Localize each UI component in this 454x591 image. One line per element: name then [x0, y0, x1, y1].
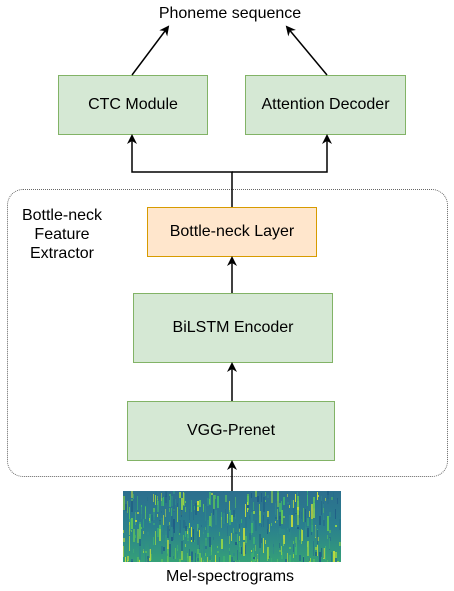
vgg-prenet-label: VGG-Prenet [186, 422, 276, 439]
phoneme-sequence-label: Phoneme sequence [158, 5, 302, 22]
mel-spectrograms-label: Mel-spectrograms [165, 568, 295, 585]
feature-extractor-group [7, 189, 448, 477]
bottleneck-layer-label: Bottle-neck Layer [169, 223, 295, 240]
line-bottleneck-split-right [232, 134, 332, 173]
bottleneck-layer-node: Bottle-neck Layer [147, 207, 317, 257]
bilstm-encoder-label: BiLSTM Encoder [172, 319, 294, 336]
mel-spectrogram-image [123, 491, 341, 562]
ctc-module-node: CTC Module [58, 75, 208, 135]
line-bottleneck-split [127, 134, 233, 207]
feature-extractor-label: Bottle-neck Feature Extractor [21, 207, 103, 262]
attention-decoder-node: Attention Decoder [245, 75, 406, 135]
arrow-attention-to-output [285, 25, 328, 76]
arrow-ctc-to-output [131, 25, 170, 76]
attention-decoder-label: Attention Decoder [261, 96, 390, 113]
vgg-prenet-node: VGG-Prenet [127, 401, 335, 461]
ctc-module-label: CTC Module [88, 96, 178, 113]
bilstm-encoder-node: BiLSTM Encoder [133, 293, 333, 363]
